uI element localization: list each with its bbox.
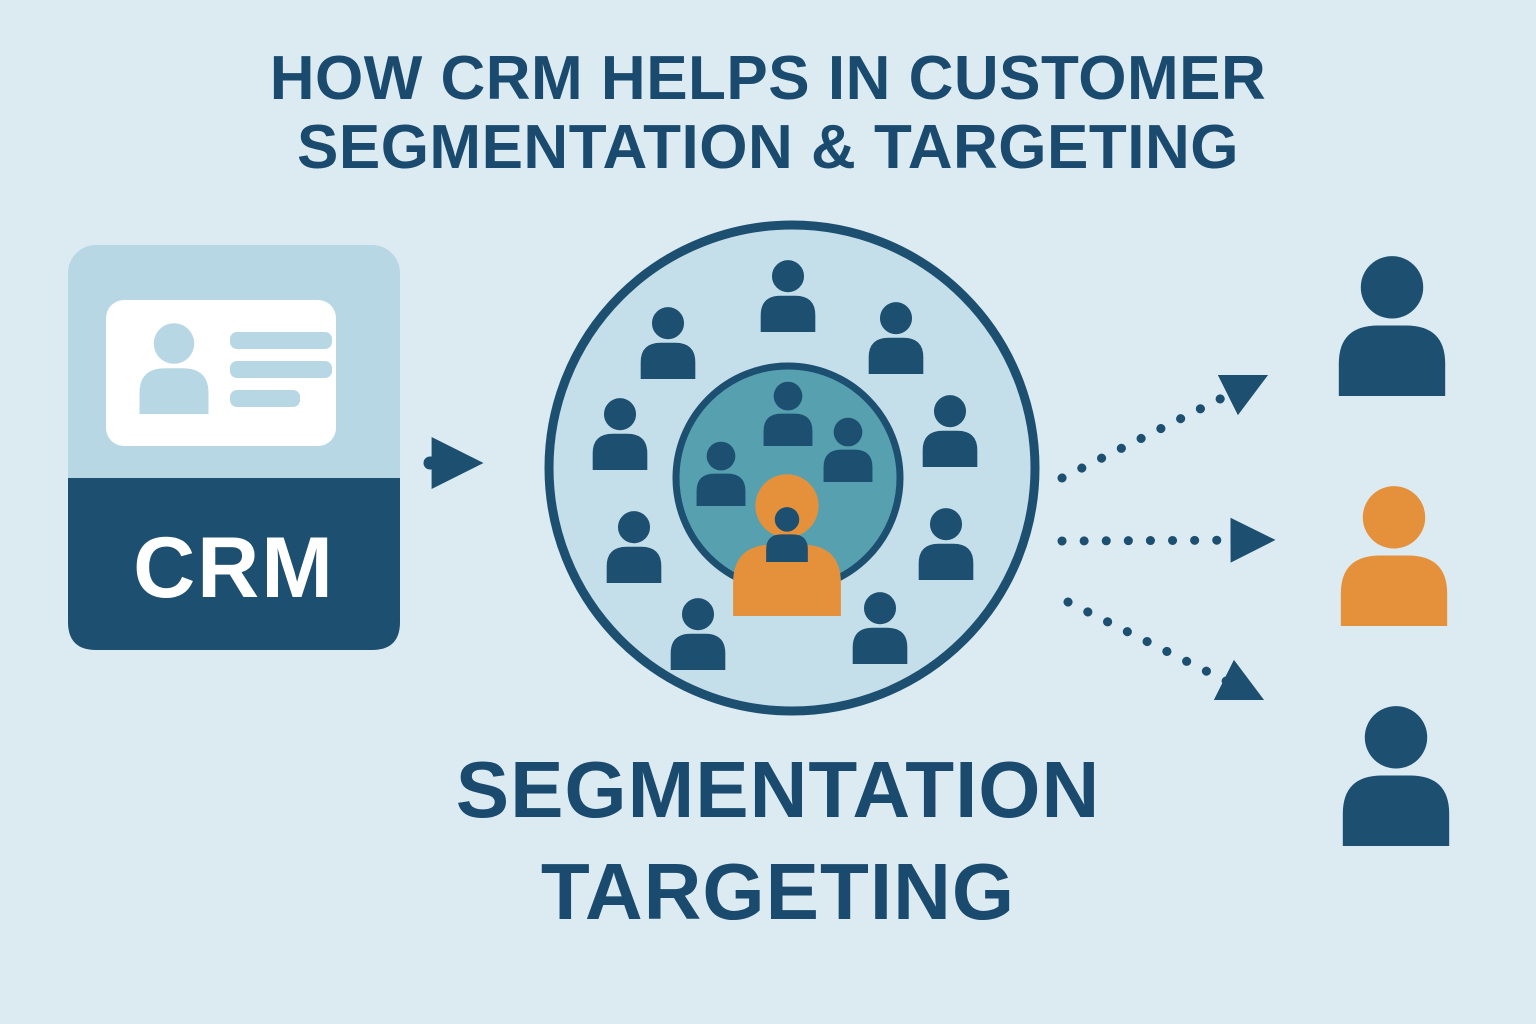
title-line-2: SEGMENTATION & TARGETING bbox=[297, 113, 1239, 183]
crm-card-bottom bbox=[68, 478, 400, 650]
target-customers bbox=[1338, 256, 1450, 846]
target-person-2 bbox=[1340, 486, 1448, 626]
text-lines-icon bbox=[230, 332, 332, 407]
infographic-title: HOW CRM HELPS IN CUSTOMER SEGMENTATION &… bbox=[0, 44, 1536, 183]
target-person-3 bbox=[1342, 706, 1450, 846]
audience-circle bbox=[544, 220, 1040, 716]
target-person-1 bbox=[1338, 256, 1446, 396]
dotted-arrow-icon bbox=[1057, 374, 1269, 483]
dotted-arrow-icon bbox=[1057, 517, 1276, 563]
dotted-arrows bbox=[1057, 374, 1276, 701]
crm-label: CRM bbox=[133, 520, 335, 616]
circle-caption: SEGMENTATION TARGETING bbox=[456, 744, 1101, 938]
dotted-arrow-icon bbox=[1063, 597, 1265, 701]
crm-card: CRM bbox=[68, 245, 400, 650]
targeting-label: TARGETING bbox=[540, 847, 1016, 936]
title-line-1: HOW CRM HELPS IN CUSTOMER bbox=[269, 44, 1267, 113]
segmentation-label: SEGMENTATION bbox=[455, 745, 1101, 834]
